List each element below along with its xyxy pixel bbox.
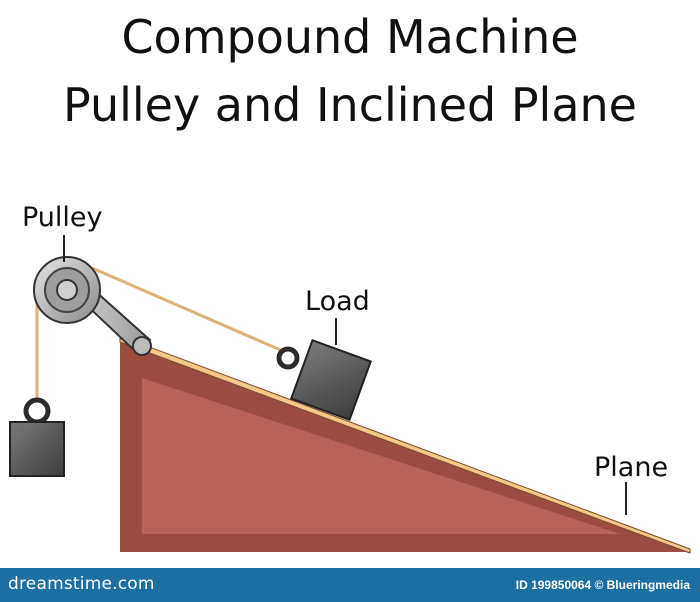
load-block: [276, 338, 373, 422]
label-pulley: Pulley: [22, 202, 103, 233]
label-load: Load: [305, 286, 370, 317]
footer-logo[interactable]: dreamstime.com: [8, 574, 155, 594]
title-line-1: Compound Machine: [121, 10, 579, 64]
footer-credit: ID 199850064 © Blueringmedia: [515, 578, 690, 592]
title-line-2: Pulley and Inclined Plane: [63, 78, 637, 132]
label-plane: Plane: [594, 452, 668, 483]
rope-to-load: [91, 266, 286, 354]
inclined-plane: [119, 335, 691, 554]
hanging-weight: [9, 397, 65, 477]
footer-bar: dreamstime.com ID 199850064 © Blueringme…: [0, 568, 700, 602]
plane-surface: [119, 335, 691, 554]
pulley-wheel: [33, 256, 101, 324]
plane-face: [142, 378, 620, 534]
